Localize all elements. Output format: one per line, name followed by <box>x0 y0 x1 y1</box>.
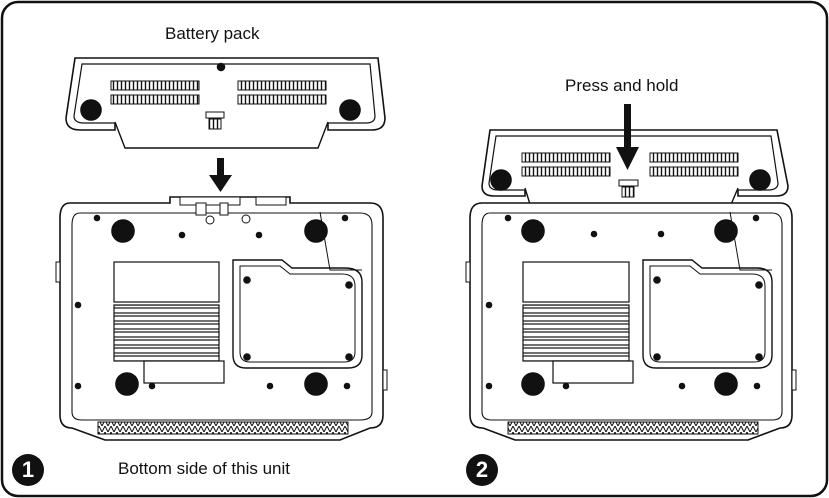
press-and-hold-label: Press and hold <box>565 76 679 95</box>
step-1-badge: 1 <box>12 454 44 486</box>
panel-1-unit-bottom <box>55 196 388 441</box>
bottom-side-label: Bottom side of this unit <box>118 459 290 478</box>
panel-2-unit-bottom <box>465 202 797 441</box>
battery-pack-label: Battery pack <box>165 24 260 43</box>
step-2-badge: 2 <box>466 454 498 486</box>
press-arrow <box>616 104 639 170</box>
insert-arrow <box>209 158 232 192</box>
panel-1-battery-pack <box>65 57 386 149</box>
